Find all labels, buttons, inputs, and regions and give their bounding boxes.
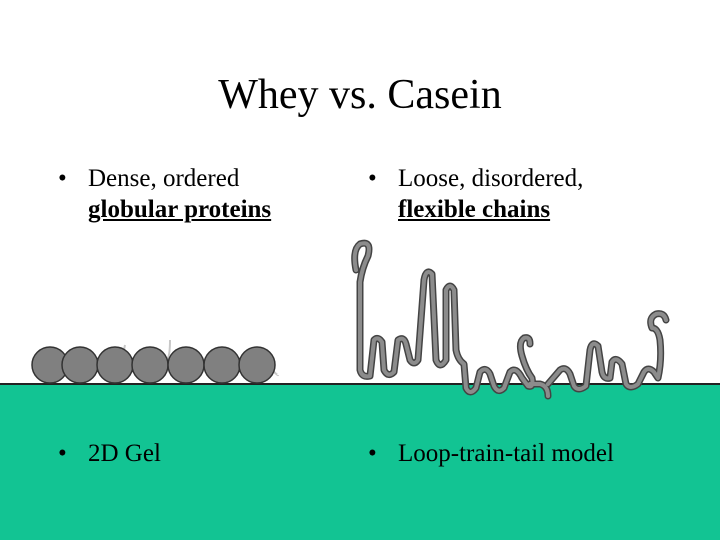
bullet-dot: • [368,165,377,192]
bullet-dot: • [58,440,67,467]
flexible-chain [351,239,670,400]
globule [203,346,241,384]
model-label: • Loop-train-tail model [368,438,708,472]
gel-label: • 2D Gel [58,438,358,472]
gel-text: 2D Gel [88,440,161,467]
casein-line-1: Loose, disordered, [398,165,584,192]
bullet-dot: • [368,440,377,467]
model-text: Loop-train-tail model [398,440,614,467]
whey-line-2: globular proteins [88,196,272,223]
casein-line-2: flexible chains [398,196,551,223]
interface-surface [0,383,720,540]
globular-proteins [31,346,276,384]
whey-description: • Dense, ordered globular proteins [58,163,358,227]
bullet-dot: • [58,165,67,192]
slide-title: Whey vs. Casein [218,72,502,118]
globule [61,346,99,384]
globule [167,346,205,384]
casein-description: • Loose, disordered, flexible chains [368,163,708,227]
globule [131,346,169,384]
globule [96,346,134,384]
globule [238,346,276,384]
whey-line-1: Dense, ordered [88,165,240,192]
chain-fill [352,241,668,398]
